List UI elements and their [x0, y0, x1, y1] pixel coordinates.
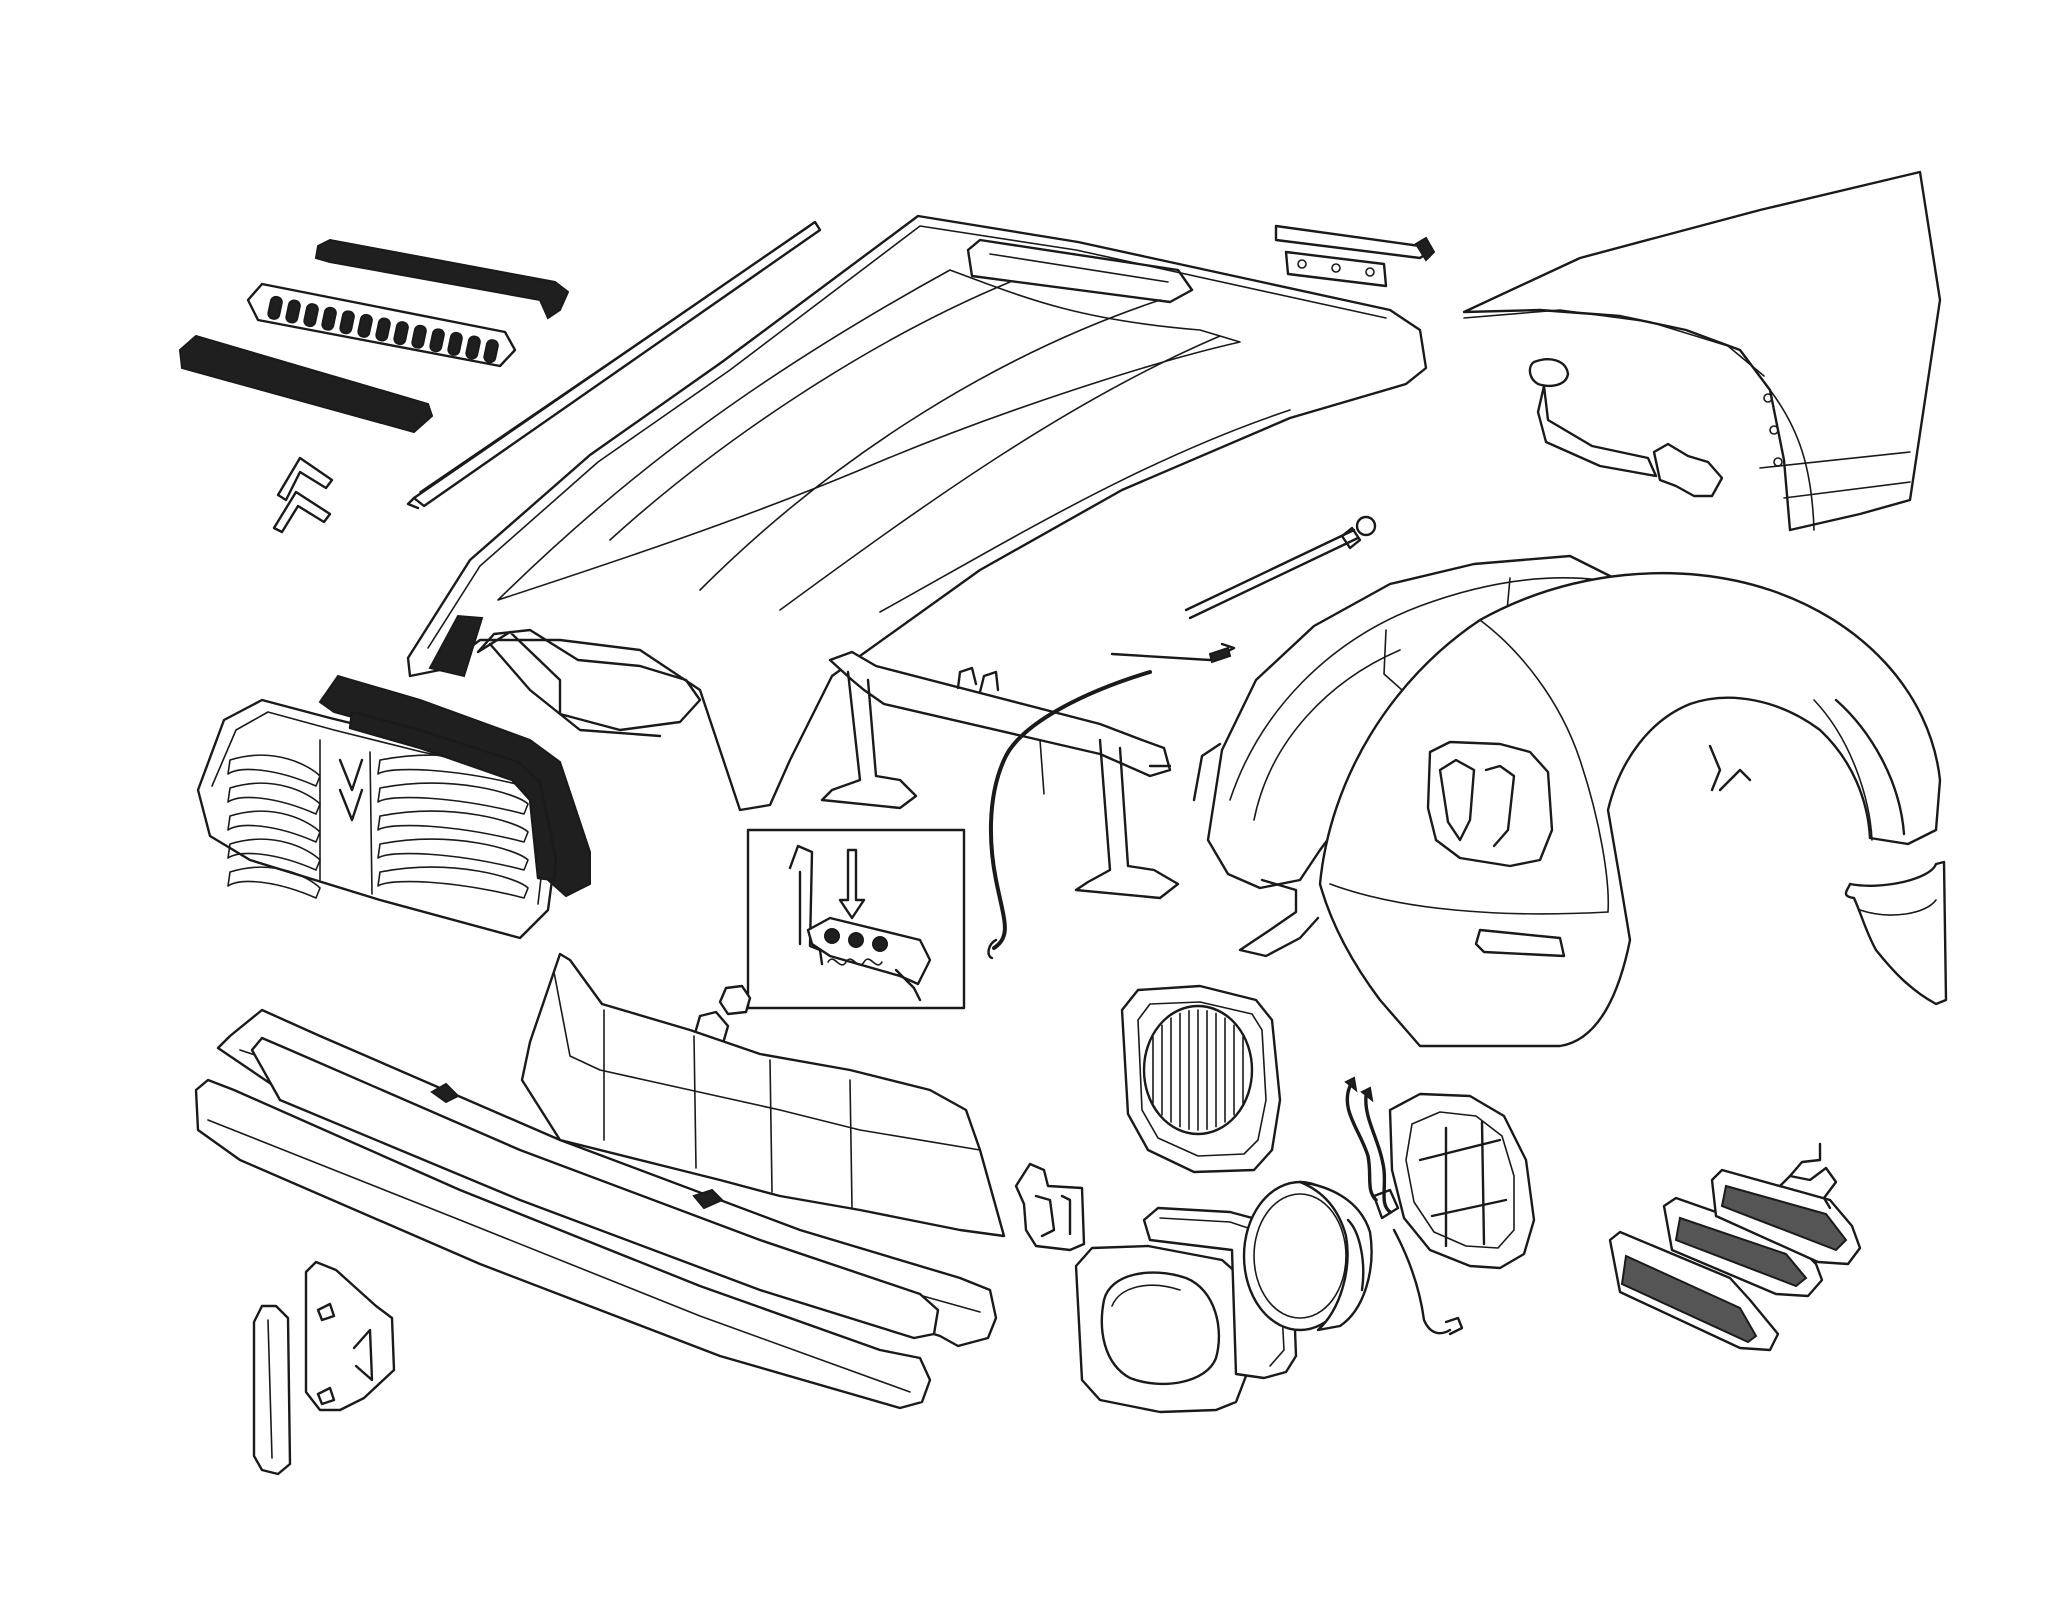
louvre-slot: [357, 313, 373, 338]
headlamp-grille: [1120, 984, 1282, 1174]
double-chevron-emblem: [272, 456, 334, 534]
headlamp-unit: [1242, 1180, 1373, 1332]
louvre-slot: [285, 299, 301, 324]
headlamp-surround: [1074, 1244, 1248, 1414]
filler-neck-pipe: [1528, 358, 1724, 498]
grille-bar: [227, 810, 321, 843]
louvre-slot: [393, 321, 409, 346]
latch-detail-inset: [746, 828, 966, 1010]
grille-bar: [227, 782, 321, 815]
louvre-slot: [267, 295, 283, 320]
radiator-support-frame: [820, 650, 1180, 900]
bonnet: [406, 214, 1428, 812]
louvre-slot: [375, 317, 391, 342]
bonnet-trim-strip: [406, 220, 822, 510]
indicator-lens-set: [1608, 1142, 1862, 1352]
bumper-mount-left: [252, 1260, 396, 1476]
headlamp-bowl: [1344, 1076, 1536, 1336]
grille-bar: [377, 838, 529, 871]
bumper-lower: [194, 1036, 940, 1410]
grille-bar: [227, 838, 321, 871]
bonnet-air-grille: [246, 282, 517, 368]
louvre-slot: [411, 324, 427, 349]
grille-bar: [377, 810, 529, 843]
grille-bar: [227, 754, 321, 787]
grille-bar: [377, 866, 529, 899]
louvre-slot: [483, 339, 499, 364]
bonnet-support-rod: [1184, 515, 1377, 620]
bonnet-seal-upper: [314, 238, 570, 320]
louvre-slot: [321, 306, 337, 331]
bumper-bracket: [1014, 1162, 1086, 1252]
hinge-strip: [1274, 224, 1436, 288]
grille-seal: [318, 674, 591, 898]
bonnet-release-cable: [987, 642, 1236, 960]
wheel-arch-liner: [1318, 571, 1942, 1048]
inner-arch-panel: [1844, 860, 1948, 1006]
louvre-slot: [303, 303, 319, 328]
front-valance: [520, 952, 1006, 1238]
grille-bar: [227, 866, 321, 899]
louvre-slot: [339, 310, 355, 335]
grille-bar: [377, 782, 529, 815]
front-wing-right: [1462, 170, 1942, 532]
louvre-slot: [447, 331, 463, 356]
louvre-slot: [429, 328, 445, 353]
bonnet-seal-lower: [178, 334, 434, 434]
louvre-slot: [465, 335, 481, 360]
